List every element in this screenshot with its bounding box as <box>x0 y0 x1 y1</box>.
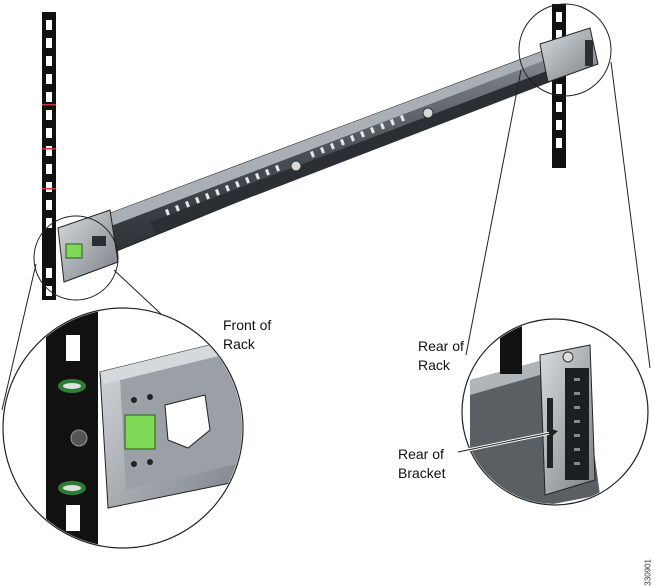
label-front-of-rack: Front of Rack <box>223 317 272 352</box>
rear-zoom-detail <box>457 318 649 506</box>
label-rear-of-rack: Rear of Rack <box>418 338 464 373</box>
rear-detail-marker <box>518 3 612 97</box>
front-zoom-detail <box>2 307 244 549</box>
rear-rack-post <box>552 4 566 168</box>
front-detail-marker <box>33 215 119 301</box>
rack-rail-diagram <box>1 3 651 549</box>
zoom-leader-lines <box>1 61 651 411</box>
slide-rail <box>57 27 599 283</box>
front-rack-post <box>42 12 56 300</box>
figure-id: 330901 <box>644 559 653 586</box>
rail-perforations <box>165 114 405 216</box>
label-rear-of-bracket: Rear of Bracket <box>398 446 446 481</box>
